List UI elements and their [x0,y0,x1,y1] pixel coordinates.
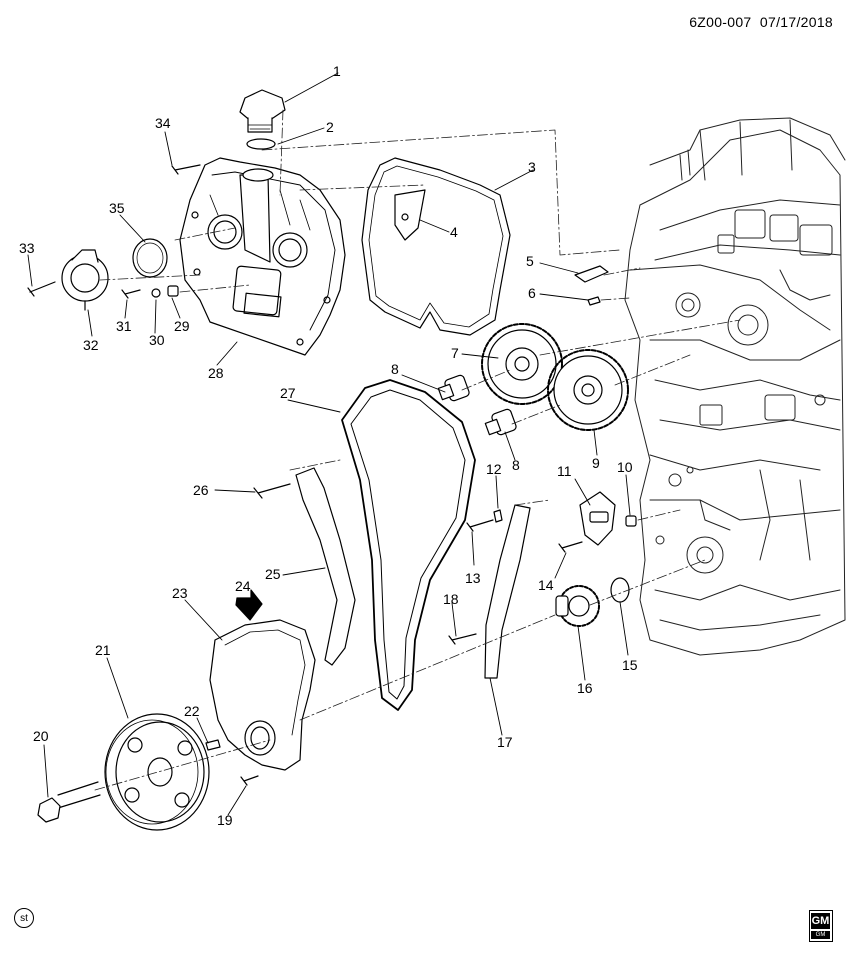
part-upper-front-cover [179,157,346,356]
part-crank-sprocket [555,585,600,627]
callout-9: 9 [592,455,600,471]
part-bolt-33 [27,281,56,297]
part-gasket [361,157,511,336]
part-seal-ring [132,238,168,278]
engine-block [624,117,846,656]
part-pin-12 [493,509,503,523]
part-bolt-31 [121,289,141,299]
callout-27: 27 [280,385,296,401]
gm-logo: GM GM [809,910,833,942]
callout-15: 15 [622,657,638,673]
callout-numbers: 1 2 3 4 5 6 7 8 8 9 10 11 12 13 14 15 16… [19,63,638,828]
callout-3: 3 [528,159,536,175]
part-chain-guide [295,467,356,666]
callout-11: 11 [557,463,572,479]
callout-24: 24 [235,578,251,594]
part-bracket [394,189,426,241]
assembly-centerlines [94,109,741,791]
callout-16: 16 [577,680,593,696]
part-chain-tensioner [579,491,616,546]
part-bolt-18 [448,633,477,645]
part-exhaust-sprocket [547,349,629,431]
callout-6: 6 [528,285,536,301]
callout-17: 17 [497,734,513,750]
part-crankshaft-pulley [104,713,210,831]
callout-18: 18 [443,591,459,607]
part-bolt-14 [558,541,583,553]
part-bolt-26 [253,483,291,499]
part-tensioner-guide [484,504,531,679]
callout-35: 35 [109,200,125,216]
callout-10: 10 [617,459,633,475]
callout-26: 26 [193,482,209,498]
callout-8a: 8 [391,361,399,377]
callout-34: 34 [155,115,171,131]
callout-25: 25 [265,566,281,582]
part-tensioner-seal [625,515,637,527]
callout-5: 5 [526,253,534,269]
diagram-header: 6Z00-007 07/17/2018 [689,14,833,30]
callout-14: 14 [538,577,554,593]
callout-7: 7 [451,345,459,361]
part-cap [239,89,286,133]
callout-8b: 8 [512,457,520,473]
callout-12: 12 [486,461,502,477]
part-sprocket-bolt-2 [484,408,517,436]
part-washer [151,288,161,298]
callout-2: 2 [326,119,334,135]
callout-33: 33 [19,240,35,256]
front-direction-arrow [235,589,263,621]
callout-29: 29 [174,318,190,334]
part-sprocket-bolt [437,374,470,402]
part-dowel-22 [205,739,221,751]
doc-code: 6Z00-007 [689,14,752,30]
callout-23: 23 [172,585,188,601]
callout-30: 30 [149,332,165,348]
callout-19: 19 [217,812,233,828]
part-guide-pad [574,265,609,283]
gm-logo-sub: GM [811,931,830,939]
part-bolt-34 [171,164,201,175]
part-bolt-13 [466,519,494,532]
callout-31: 31 [116,318,132,334]
callout-13: 13 [465,570,481,586]
callout-22: 22 [184,703,200,719]
callout-4: 4 [450,224,458,240]
part-o-ring [246,138,276,150]
part-crank-ring [610,577,630,603]
part-plug [167,285,179,297]
part-timing-chain [341,379,476,711]
callout-20: 20 [33,728,49,744]
callout-1: 1 [333,63,341,79]
part-pulley-bolt [37,781,101,823]
callout-32: 32 [83,337,99,353]
st-badge: st [14,908,34,928]
callout-28: 28 [208,365,224,381]
part-dowel-pin [587,296,601,306]
gm-logo-text: GM [811,913,830,929]
part-bolt-19 [240,775,259,786]
part-solenoid [61,249,109,311]
callout-21: 21 [95,642,111,658]
doc-date: 07/17/2018 [759,14,833,30]
callout-leaders [27,72,631,816]
part-intake-sprocket [481,323,563,405]
part-lower-front-cover [209,619,316,771]
